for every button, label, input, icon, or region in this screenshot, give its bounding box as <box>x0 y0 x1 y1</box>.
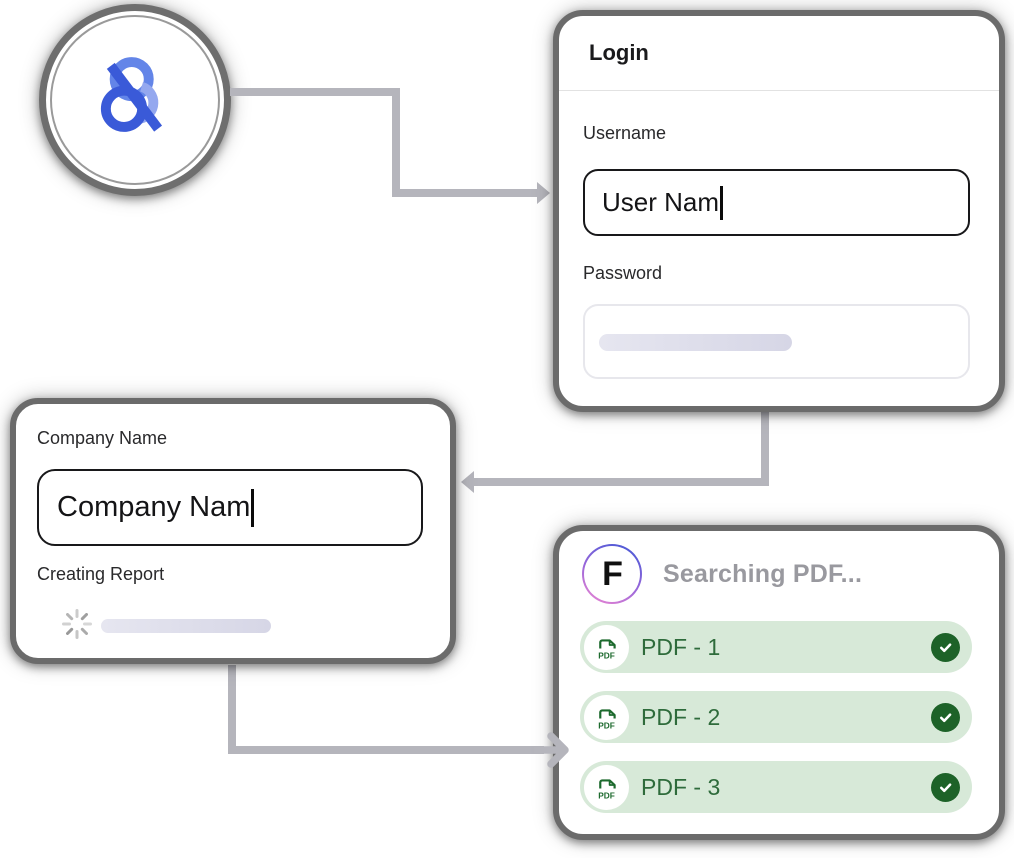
arrow-left-icon <box>461 471 474 493</box>
report-progress-bar <box>101 619 271 633</box>
text-cursor <box>251 488 255 527</box>
username-label: Username <box>583 123 667 143</box>
pdf-row-label: PDF - 1 <box>641 633 721 660</box>
check-icon <box>939 712 952 722</box>
search-pdf-card: F Searching PDF... PDF PDF - 1 <box>553 525 1005 840</box>
pdf-row-label: PDF - 3 <box>641 773 721 800</box>
check-icon <box>939 782 952 792</box>
brand-logo <box>39 4 231 196</box>
connector-logo-to-login-horizontal <box>392 189 540 197</box>
pdf-badge: PDF <box>584 694 629 740</box>
connector-company-to-search-vertical <box>228 665 236 754</box>
ampersand-icon <box>100 57 163 132</box>
connector-logo-to-login-vertical <box>392 88 400 197</box>
company-name-value: Company Nam <box>57 491 251 523</box>
username-value: User Nam <box>602 187 720 217</box>
login-card-title: Login <box>589 40 649 65</box>
pdf-file-icon: PDF <box>598 638 616 660</box>
divider <box>559 90 999 91</box>
pdf-list-item: PDF PDF - 1 <box>580 621 972 673</box>
company-card: Company Name Company Nam Creating Report <box>10 398 456 664</box>
pdf-badge: PDF <box>584 764 629 810</box>
search-card-title: Searching PDF... <box>663 559 863 588</box>
company-name-label: Company Name <box>37 428 168 448</box>
pdf-list-item: PDF PDF - 3 <box>580 761 972 813</box>
f-logo-letter: F <box>584 546 640 602</box>
password-input[interactable] <box>583 304 970 379</box>
pdf-list-item: PDF PDF - 2 <box>580 691 972 743</box>
connector-login-to-company-vertical <box>761 411 769 486</box>
svg-text:PDF: PDF <box>598 720 615 730</box>
svg-text:PDF: PDF <box>598 790 615 800</box>
status-badge <box>931 772 960 802</box>
connector-login-to-company-horizontal <box>474 478 769 486</box>
pdf-file-icon: PDF <box>598 778 616 800</box>
spinner-icon <box>62 609 92 639</box>
svg-text:PDF: PDF <box>598 650 615 660</box>
pdf-file-icon: PDF <box>598 708 616 730</box>
password-label: Password <box>583 263 663 283</box>
creating-report-label: Creating Report <box>37 564 165 584</box>
password-skeleton-bar <box>599 334 792 351</box>
arrow-right-icon <box>534 732 569 768</box>
connector-logo-to-login <box>230 88 400 96</box>
check-icon <box>939 642 952 652</box>
company-name-input[interactable]: Company Nam <box>37 469 423 546</box>
status-badge <box>931 632 960 662</box>
connector-company-to-search-horizontal <box>228 746 544 754</box>
pdf-row-label: PDF - 2 <box>641 703 721 730</box>
pdf-badge: PDF <box>584 624 629 670</box>
f-logo: F <box>582 544 642 604</box>
arrow-right-icon <box>537 182 550 204</box>
report-progress <box>62 609 92 639</box>
status-badge <box>931 702 960 732</box>
brand-logo-ring <box>50 15 220 185</box>
text-cursor <box>720 185 724 220</box>
username-input[interactable]: User Nam <box>583 169 970 236</box>
login-card: Login Username User Nam Password <box>553 10 1005 412</box>
